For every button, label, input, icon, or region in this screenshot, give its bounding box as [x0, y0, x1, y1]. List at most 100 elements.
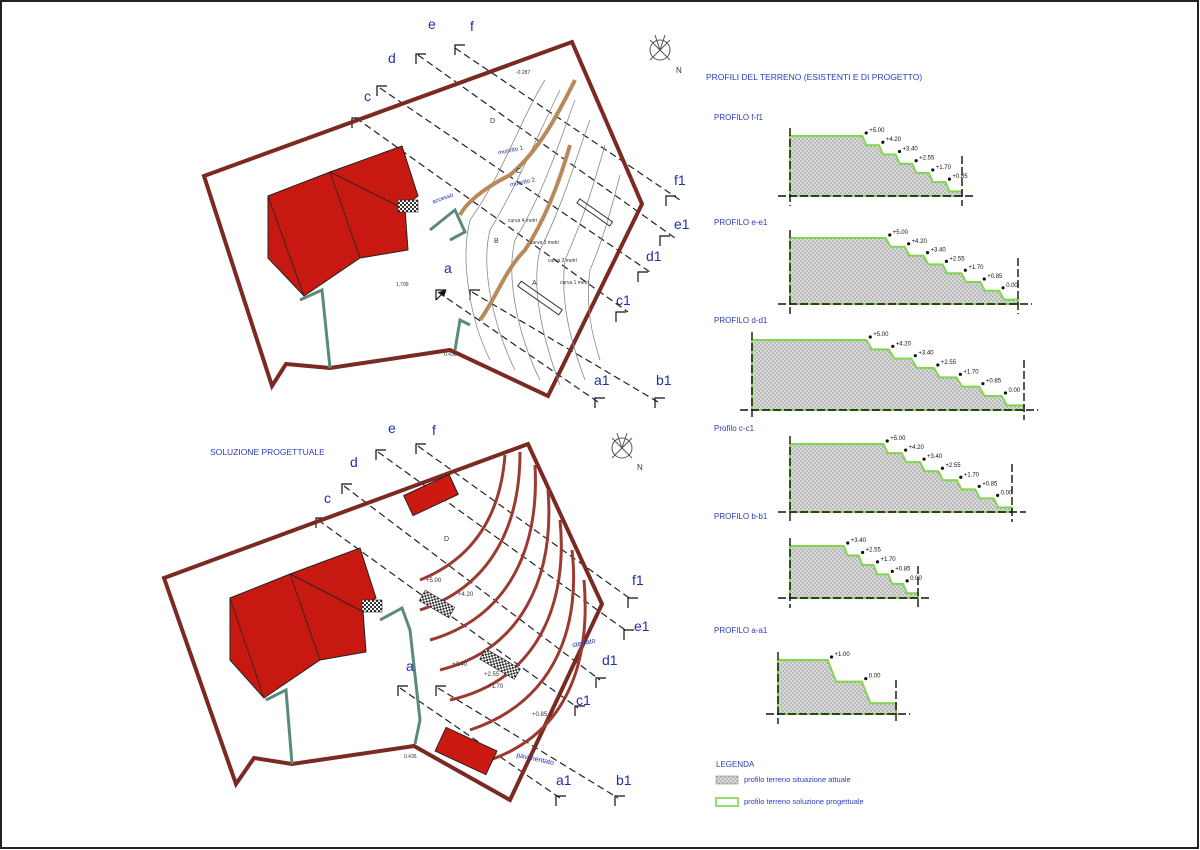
elevation-marker [922, 457, 926, 461]
elevation-marker [881, 140, 885, 144]
bench-top-2 [576, 198, 614, 227]
elevation-marker [829, 655, 834, 659]
elevation-marker [846, 541, 850, 545]
terrain-contours [465, 79, 621, 386]
house-roofs [267, 145, 419, 297]
profile-terrain [789, 443, 1013, 513]
elevation-label: 0.00 [910, 576, 922, 582]
note-elev-500: +5.00 [426, 578, 442, 584]
note-elev-420: +4.20 [458, 592, 474, 598]
profile-label-c: Profilo c-c1 [714, 424, 755, 433]
elevation-marker [931, 168, 935, 172]
elevation-label: +2.55 [919, 156, 935, 162]
green-walls-bottom [265, 605, 422, 765]
profile-0: +5.00+4.20+3.40+2.55+1.70+0.85 [778, 128, 976, 206]
elevation-label: +0.85 [982, 481, 998, 487]
elevation-marker [936, 363, 940, 367]
elevation-label: +4.20 [896, 341, 912, 347]
elevation-marker [947, 177, 951, 181]
existing-walls [458, 79, 577, 322]
elevation-label: 0.00 [1006, 283, 1018, 289]
section-letter-a-bottom: a [406, 658, 414, 674]
elevation-marker [885, 439, 889, 443]
note-elev-3: 0.436 [444, 352, 457, 358]
note-curva-2: curva 2 metri [548, 258, 577, 264]
zone-C: C [516, 168, 522, 175]
profile-label-b: PROFILO b-b1 [714, 512, 768, 521]
bench-top [517, 280, 563, 316]
section-letter-d1: d1 [646, 248, 662, 264]
zone-D: D [490, 118, 496, 125]
profile-label-a: PROFILO a-a1 [714, 626, 768, 635]
elevation-label: +1.70 [936, 165, 952, 171]
elevation-marker [913, 354, 917, 358]
profile-axis [766, 652, 910, 724]
note-curva-1: curva 1 metri [560, 280, 589, 286]
legend-swatch-existing [715, 775, 739, 785]
elevation-label: +5.00 [869, 128, 885, 134]
elevation-label: +1.70 [968, 265, 984, 271]
elevation-marker [977, 484, 981, 488]
elevation-marker [1001, 286, 1005, 290]
legend [715, 775, 739, 807]
stairs-new-1 [418, 589, 456, 619]
section-letter-f: f [470, 18, 474, 34]
lot-boundary [201, 39, 645, 399]
section-letter-f1-bottom: f1 [632, 572, 644, 588]
legend-title: LEGENDA [716, 760, 755, 769]
elevation-label: +3.40 [902, 146, 918, 152]
elevation-marker [905, 579, 909, 583]
elevation-label: +4.20 [909, 445, 925, 451]
elevation-label: +0.85 [987, 274, 1003, 280]
section-letter-b1: b1 [656, 372, 672, 388]
profile-1: +5.00+4.20+3.40+2.55+1.70+0.850.00 [778, 230, 1032, 314]
elevation-marker [864, 131, 868, 135]
elevation-marker [944, 259, 949, 263]
section-letter-d-bottom: d [350, 454, 358, 470]
profile-5: +1.000.00 [766, 652, 910, 724]
solution-heading: SOLUZIONE PROGETTUALE [210, 447, 325, 457]
note-elev-0436-bottom: 0.436 [404, 754, 417, 760]
profile-axis [778, 436, 1026, 522]
zone-A: A [532, 280, 537, 287]
elevation-marker [981, 382, 985, 386]
elevation-label: +3.40 [927, 454, 943, 460]
elevation-marker [982, 277, 986, 281]
elevation-label: +2.55 [941, 360, 957, 366]
shed-top [403, 473, 459, 517]
north-arrow-icon [649, 34, 671, 61]
elevation-marker [888, 233, 892, 237]
elevation-marker [959, 475, 963, 479]
section-letter-a1: a1 [594, 372, 610, 388]
elevation-label: +2.55 [949, 256, 965, 262]
entrance-stairs-bottom [361, 599, 383, 613]
green-walls [299, 207, 471, 369]
note-curva-3: curva 3 metri [530, 240, 559, 246]
elevation-label: +0.85 [952, 174, 968, 180]
profile-terrain [789, 545, 919, 599]
section-letter-f-bottom: f [432, 422, 436, 438]
plan-project [161, 441, 638, 806]
elevation-marker [861, 550, 865, 555]
section-letter-f1: f1 [674, 172, 686, 188]
note-elev-170: +1.70 [488, 684, 504, 690]
north-label: N [676, 66, 682, 75]
section-letter-e-bottom: e [388, 420, 396, 436]
terrain-profiles: +5.00+4.20+3.40+2.55+1.70+0.85+5.00+4.20… [740, 128, 1038, 724]
elevation-label: +1.70 [880, 557, 896, 563]
zone-B: B [494, 238, 499, 245]
legend-swatch-project [715, 797, 739, 807]
profile-axis [740, 332, 1038, 420]
profile-4: +3.40+2.55+1.70+0.850.00 [778, 538, 932, 608]
entrance-stairs [397, 199, 419, 213]
section-letter-d: d [388, 50, 396, 66]
elevation-label: +4.20 [886, 137, 902, 143]
stairs-new-2 [479, 648, 521, 680]
elevation-marker [958, 372, 962, 376]
note-curva-4: curva 4 metri [508, 218, 537, 224]
shed-bottom [434, 726, 498, 776]
profile-axis [778, 538, 932, 608]
note-elev-085: +0.85 [532, 712, 548, 718]
profile-label-f: PROFILO f-f1 [714, 113, 763, 122]
